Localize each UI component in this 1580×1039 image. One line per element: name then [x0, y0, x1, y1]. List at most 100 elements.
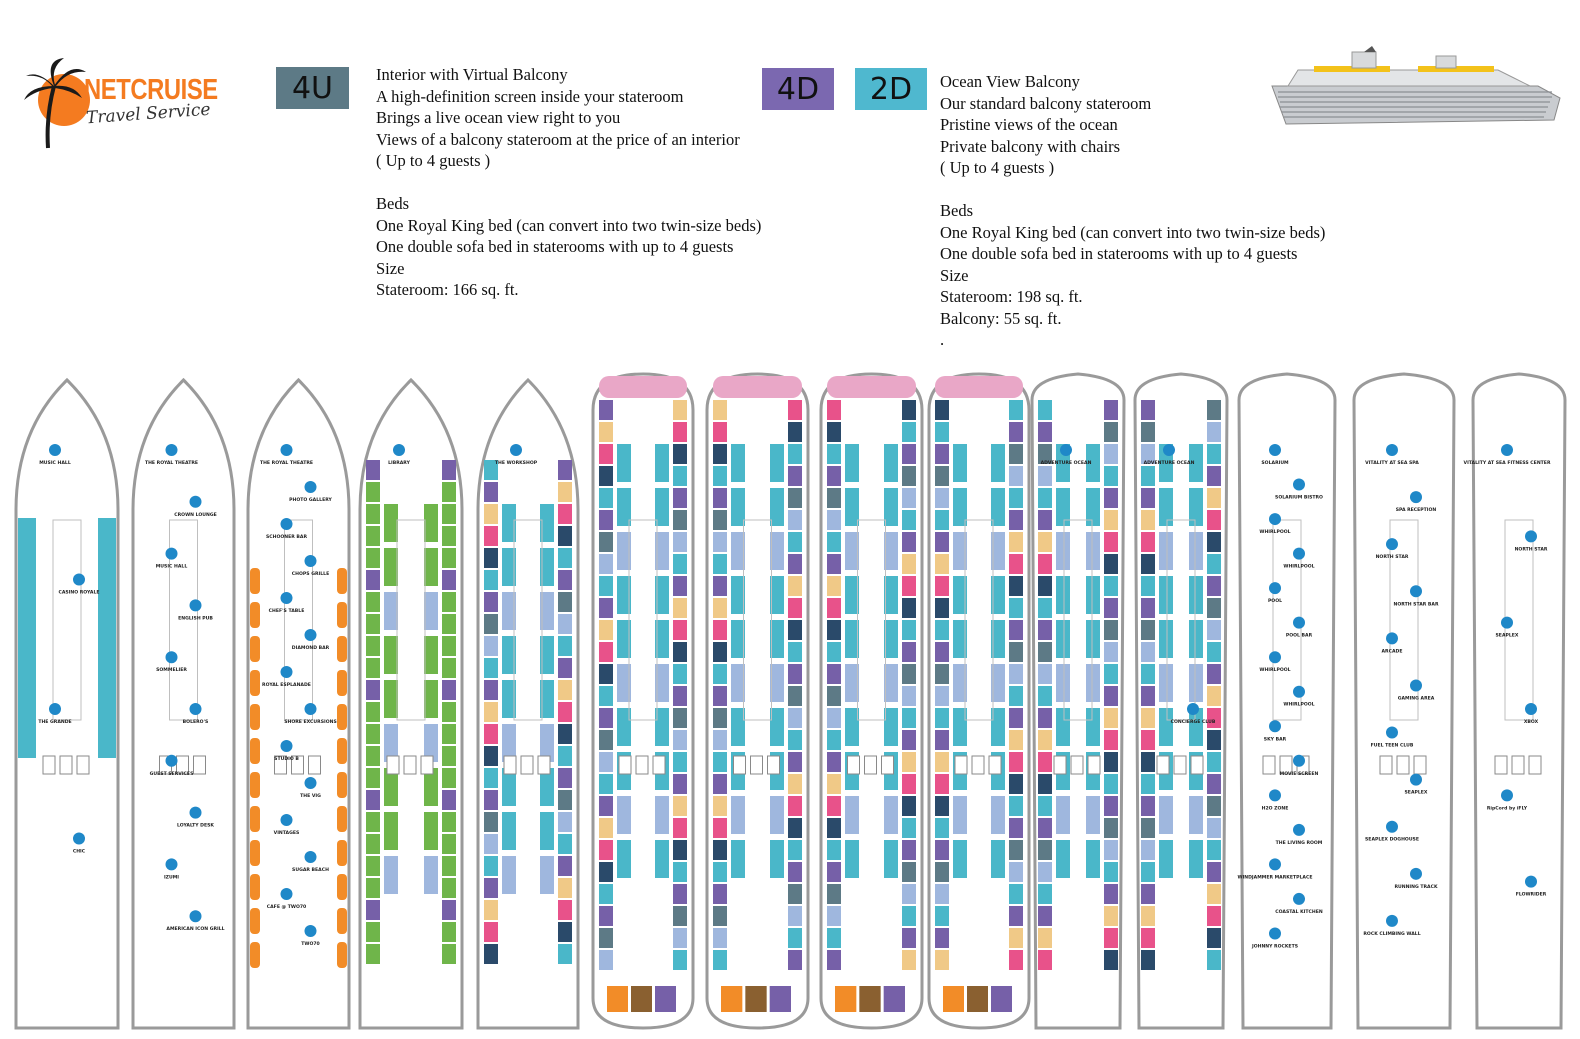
stateroom-block	[617, 708, 631, 746]
stateroom-block	[1056, 488, 1070, 526]
elevator-block	[1494, 755, 1508, 775]
stateroom-block	[991, 796, 1005, 834]
stateroom-block	[250, 704, 260, 730]
stateroom-block	[827, 554, 841, 574]
interior-line	[376, 172, 761, 194]
stateroom-block	[599, 422, 613, 442]
stateroom-block	[673, 862, 687, 882]
stateroom-block	[1009, 906, 1023, 926]
venue-label: ENGLISH PUB	[178, 615, 213, 621]
aft-suite-block	[883, 986, 905, 1012]
stateroom-block	[366, 548, 380, 568]
stateroom-block	[902, 840, 916, 860]
stateroom-block	[599, 730, 613, 750]
venue-icon	[165, 651, 178, 664]
venue-label: IZUMI	[164, 874, 179, 880]
stateroom-block	[424, 724, 438, 762]
stateroom-block	[384, 592, 398, 630]
balcony-line: .	[940, 330, 945, 349]
stateroom-block	[1141, 840, 1155, 860]
stateroom-block	[1189, 664, 1203, 702]
stateroom-block	[599, 620, 613, 640]
deck-d5: THE WORKSHOP	[476, 377, 580, 1030]
stateroom-block	[366, 812, 380, 832]
stateroom-block	[935, 906, 949, 926]
stateroom-block	[935, 422, 949, 442]
balcony-line: One double sofa bed in staterooms with u…	[940, 244, 1298, 263]
stateroom-block	[484, 768, 498, 788]
stateroom-block	[845, 576, 859, 614]
venue-icon	[1386, 726, 1398, 739]
stateroom-block	[655, 620, 669, 658]
stateroom-block	[1104, 950, 1118, 970]
stateroom-block	[599, 642, 613, 662]
stateroom-block	[484, 702, 498, 722]
stateroom-block	[1038, 466, 1052, 486]
stateroom-block	[558, 636, 572, 656]
stateroom-block	[953, 708, 967, 746]
stateroom-block	[1104, 884, 1118, 904]
stateroom-block	[827, 488, 841, 508]
stateroom-block	[366, 790, 380, 810]
stateroom-block	[1009, 840, 1023, 860]
elevator-block	[1379, 755, 1393, 775]
stateroom-block	[713, 488, 727, 508]
venue-icon	[1410, 491, 1422, 504]
deck-d7	[705, 372, 810, 1030]
stateroom-block	[617, 620, 631, 658]
stateroom-block	[1207, 708, 1221, 728]
badge-4d: 4D	[762, 68, 834, 110]
venue-label: STUDIO B	[274, 756, 299, 762]
corridor	[964, 519, 994, 721]
stateroom-block	[935, 466, 949, 486]
interior-line: One Royal King bed (can convert into two…	[376, 215, 762, 235]
stateroom-block	[1009, 598, 1023, 618]
stateroom-block	[1104, 708, 1118, 728]
stateroom-block	[902, 400, 916, 420]
stateroom-block	[384, 768, 398, 806]
stateroom-block	[540, 768, 554, 806]
stateroom-block	[827, 642, 841, 662]
stateroom-block	[770, 620, 784, 658]
venue-icon	[1501, 789, 1513, 802]
stateroom-block	[1009, 774, 1023, 794]
elevator-block	[847, 755, 860, 775]
stateroom-block	[442, 702, 456, 722]
stateroom-block	[902, 598, 916, 618]
stateroom-block	[337, 704, 347, 730]
stateroom-block	[250, 806, 260, 832]
venue-label: CHIC	[73, 849, 86, 855]
stateroom-block	[991, 576, 1005, 614]
venue-label: WHIRLPOOL	[1259, 529, 1290, 535]
stateroom-block	[502, 636, 516, 674]
stateroom-block	[442, 592, 456, 612]
stateroom-block	[827, 906, 841, 926]
venue-icon	[165, 444, 178, 456]
stateroom-block	[1038, 862, 1052, 882]
stateroom-block	[902, 532, 916, 552]
stateroom-block	[673, 686, 687, 706]
stateroom-block	[1207, 664, 1221, 684]
stateroom-block	[484, 614, 498, 634]
stateroom-block	[788, 928, 802, 948]
stateroom-block	[935, 796, 949, 816]
stateroom-block	[1207, 488, 1221, 508]
corridor	[743, 519, 772, 721]
stateroom-block	[1104, 554, 1118, 574]
stateroom-block	[1038, 774, 1052, 794]
stateroom-block	[384, 724, 398, 762]
corridor	[1166, 519, 1196, 721]
stateroom-block	[770, 532, 784, 570]
stateroom-block	[1086, 444, 1100, 482]
stateroom-block	[366, 878, 380, 898]
corridor	[857, 519, 886, 721]
stateroom-block	[935, 554, 949, 574]
venue-icon	[510, 444, 522, 456]
stateroom-block	[558, 658, 572, 678]
stateroom-block	[845, 796, 859, 834]
venue-icon	[1501, 444, 1513, 456]
stateroom-block	[1207, 444, 1221, 464]
venue-icon	[1410, 773, 1422, 786]
stateroom-block	[1104, 686, 1118, 706]
